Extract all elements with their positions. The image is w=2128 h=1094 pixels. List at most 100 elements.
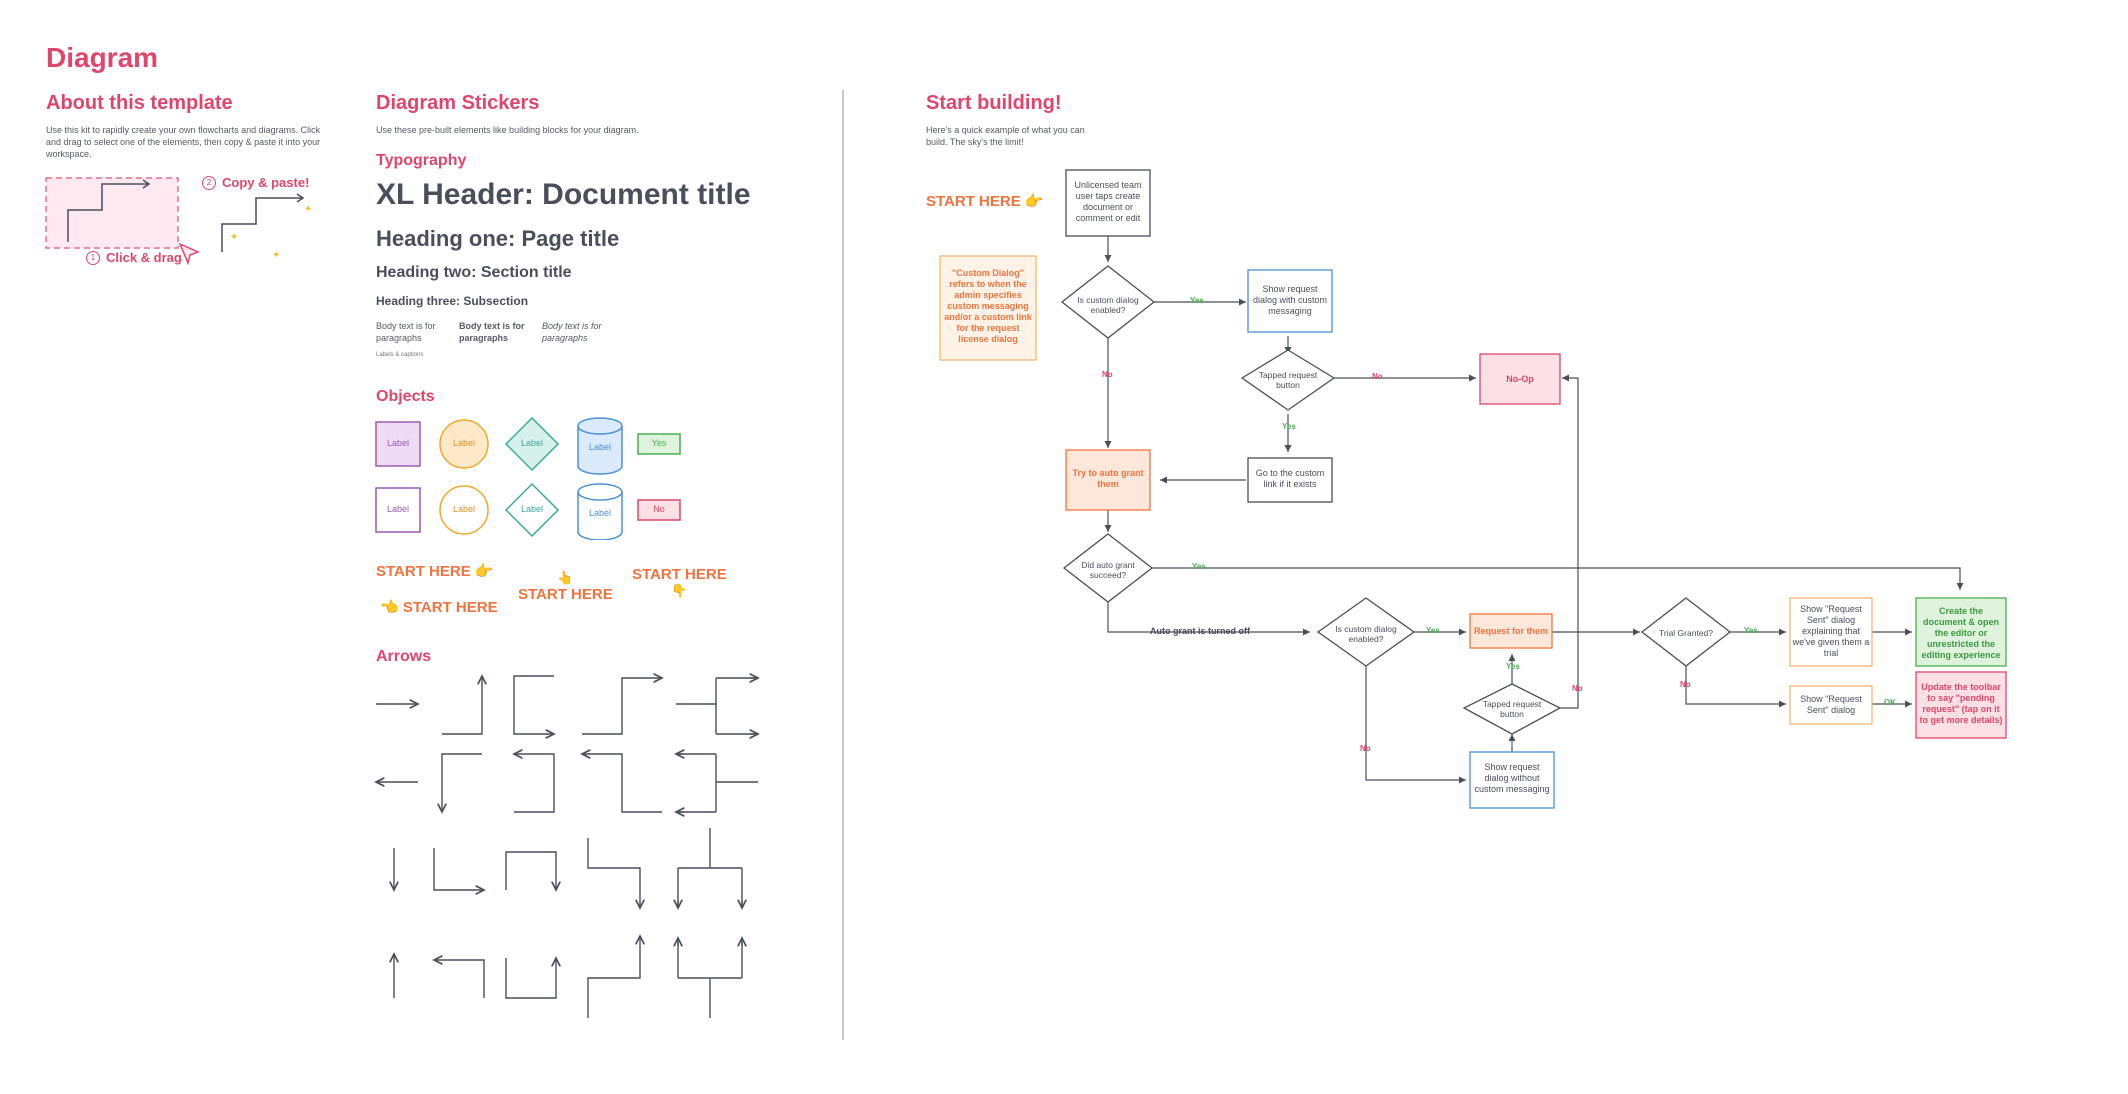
arrow-step-up-right[interactable] xyxy=(582,678,662,735)
edge-label-yes: Yes xyxy=(1506,662,1520,671)
edge-label-ok: OK xyxy=(1884,698,1896,707)
object-label: Label xyxy=(520,504,544,514)
decision-is-custom-dialog-2[interactable] xyxy=(1316,597,1416,667)
node-show-sent-trial[interactable] xyxy=(1789,597,1873,667)
decision-trial-granted[interactable] xyxy=(1640,597,1732,667)
arrow-split-down[interactable] xyxy=(677,828,743,908)
step-number: 2 xyxy=(202,175,216,190)
decision-text: Is custom dialog enabled? xyxy=(1335,624,1397,644)
node-try-auto-grant[interactable] xyxy=(1065,449,1151,511)
object-square-filled[interactable] xyxy=(375,421,421,467)
note-custom-dialog[interactable] xyxy=(939,255,1037,361)
node-text: Go to the custom link if it exists xyxy=(1255,468,1325,489)
arrow-step-left[interactable] xyxy=(582,754,662,813)
decision-tapped-request-1[interactable] xyxy=(1240,349,1336,411)
typo-xl-header[interactable]: XL Header: Document title xyxy=(376,178,751,211)
object-cylinder-outline[interactable] xyxy=(577,492,623,540)
arrow-step-up[interactable] xyxy=(587,936,640,1018)
typo-heading-two[interactable]: Heading two: Section title xyxy=(376,264,572,281)
arrow-elbow-up[interactable] xyxy=(442,676,482,735)
object-label: Yes xyxy=(651,438,667,448)
object-square-outline[interactable] xyxy=(375,487,421,533)
start-here-sticker[interactable]: 👆START HERE xyxy=(518,570,613,603)
object-yes-tag[interactable] xyxy=(637,433,681,455)
object-diamond-outline[interactable] xyxy=(504,482,560,538)
object-diamond-filled[interactable] xyxy=(504,416,560,472)
cursor-icon xyxy=(178,242,200,266)
object-circle-filled[interactable] xyxy=(439,419,489,469)
sample-arrow-pasted xyxy=(221,197,302,252)
node-show-sent[interactable] xyxy=(1789,685,1873,725)
arrows-palette xyxy=(370,668,770,1018)
edge-label-yes: Yes xyxy=(1744,626,1758,635)
edge-label-yes: Yes xyxy=(1426,626,1440,635)
arrow-elbow-right[interactable] xyxy=(433,848,484,890)
object-label: Label xyxy=(452,504,476,514)
node-show-request-without[interactable] xyxy=(1469,751,1555,809)
node-text: Try to auto grant them xyxy=(1072,468,1144,489)
arrow-elbow-left[interactable] xyxy=(434,960,485,998)
page-title: Diagram xyxy=(46,42,159,73)
start-here-sticker[interactable]: START HERE 👉 xyxy=(376,562,494,580)
arrow-elbow-down[interactable] xyxy=(442,753,482,812)
node-create-document[interactable] xyxy=(1915,597,2007,667)
about-illustration: ✦ ✦ ✦ xyxy=(45,177,312,266)
start-here-sticker[interactable]: START HERE👇 xyxy=(632,566,727,599)
decision-did-auto-grant[interactable] xyxy=(1062,533,1154,603)
step-label: Click & drag xyxy=(106,250,182,265)
typo-body-italic[interactable]: Body text is for paragraphs xyxy=(542,321,602,343)
pointing-up-icon: 👆 xyxy=(557,570,574,585)
node-show-request-custom[interactable] xyxy=(1247,269,1333,333)
node-text: Update the toolbar to say "pending reque… xyxy=(1919,682,2003,725)
object-cylinder-filled[interactable] xyxy=(577,426,623,475)
edge-label: Auto grant is turned off xyxy=(1150,626,1250,636)
node-text: Show request dialog with custom messagin… xyxy=(1252,284,1328,316)
decision-tapped-request-2[interactable] xyxy=(1462,683,1562,735)
object-no-tag[interactable] xyxy=(637,499,681,521)
decision-is-custom-dialog-1[interactable] xyxy=(1060,265,1156,339)
decision-text: Did auto grant succeed? xyxy=(1081,560,1135,580)
object-label: Label xyxy=(520,438,544,448)
arrow-u-up[interactable] xyxy=(505,958,556,999)
start-here-label: START HERE xyxy=(518,586,613,603)
object-circle-outline[interactable] xyxy=(439,485,489,535)
object-label: Label xyxy=(386,504,410,514)
building-title: Start building! xyxy=(926,92,1062,114)
typo-heading-one[interactable]: Heading one: Page title xyxy=(376,226,620,251)
arrow-split-up[interactable] xyxy=(677,938,743,1018)
node-no-op[interactable] xyxy=(1479,353,1561,405)
node-update-toolbar[interactable] xyxy=(1915,671,2007,739)
typo-body-bold[interactable]: Body text is for paragraphs xyxy=(459,321,525,343)
sparkle-icon: ✦ xyxy=(230,232,238,243)
typography-title: Typography xyxy=(376,152,467,169)
arrow-step-down[interactable] xyxy=(587,838,640,908)
arrow-bracket-right[interactable] xyxy=(513,675,554,734)
arrow-split-right[interactable] xyxy=(676,677,758,735)
typo-body-regular[interactable]: Body text is for paragraphs xyxy=(376,321,436,343)
sparkle-icon: ✦ xyxy=(304,204,312,215)
node-go-custom-link[interactable] xyxy=(1247,457,1333,503)
note-text: "Custom Dialog" refers to when the admin… xyxy=(944,268,1032,344)
object-label: No xyxy=(653,504,665,514)
node-unlicensed-user[interactable] xyxy=(1065,169,1151,237)
arrow-u-down[interactable] xyxy=(505,851,556,890)
arrow-split-left[interactable] xyxy=(676,753,758,813)
typo-heading-three[interactable]: Heading three: Subsection xyxy=(376,294,529,308)
sparkle-icon: ✦ xyxy=(272,250,280,261)
edge-label-yes: Yes xyxy=(1282,422,1296,431)
typo-caption[interactable]: Labels & captions xyxy=(376,352,424,358)
start-here-sticker[interactable]: 👈 START HERE xyxy=(380,598,498,616)
edge-label-yes: Yes xyxy=(1190,296,1204,305)
node-text: Create the document & open the editor or… xyxy=(1921,606,2001,660)
node-request-for-them[interactable] xyxy=(1469,613,1553,649)
objects-title: Objects xyxy=(376,388,435,405)
decision-text: Trial Granted? xyxy=(1658,628,1713,638)
arrow-bracket-left[interactable] xyxy=(514,754,555,813)
node-text: Unlicensed team user taps create documen… xyxy=(1074,180,1142,223)
pointing-left-icon: 👈 xyxy=(380,599,399,616)
node-text: No-Op xyxy=(1506,374,1534,384)
step-click-drag: 1 Click & drag xyxy=(86,250,182,265)
start-here-sticker[interactable]: START HERE 👉 xyxy=(926,192,1044,210)
stickers-title: Diagram Stickers xyxy=(376,92,540,114)
sample-arrow-dragged xyxy=(67,183,148,242)
